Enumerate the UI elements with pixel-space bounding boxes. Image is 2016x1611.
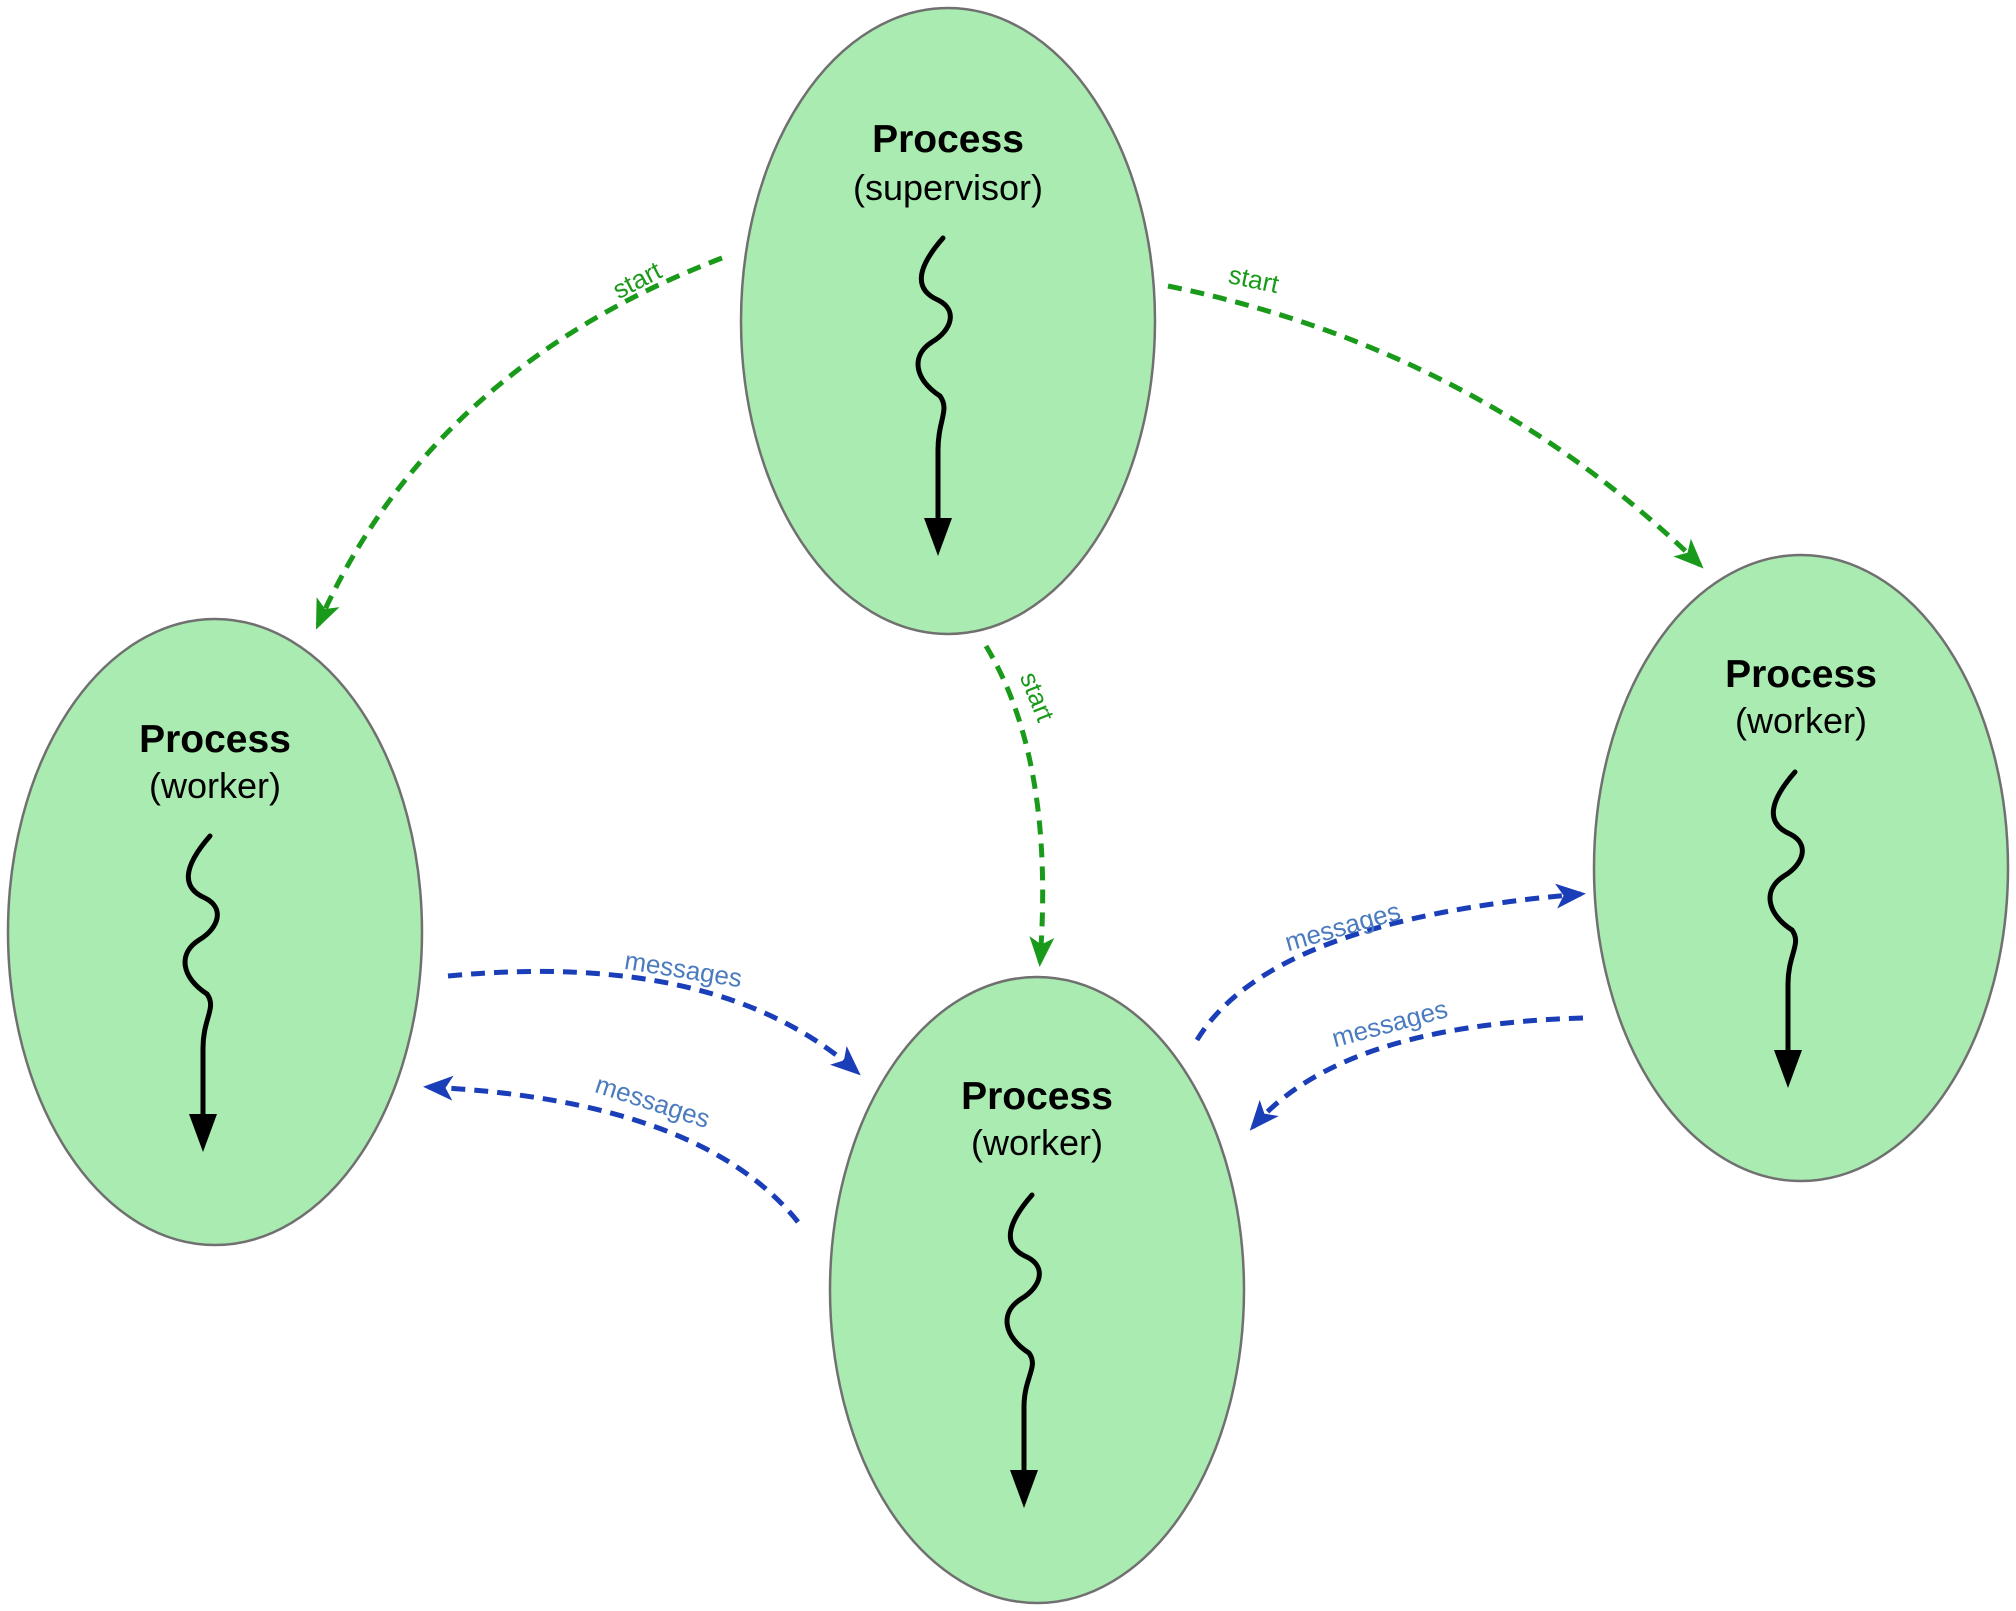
node-supervisor-subtitle: (supervisor) <box>853 167 1043 208</box>
edge-msg-right-to-center: messages <box>1249 993 1584 1131</box>
node-worker-right-subtitle: (worker) <box>1735 700 1867 741</box>
node-worker-left: Process (worker) <box>6 617 424 1247</box>
node-worker-left-title: Process <box>139 718 291 761</box>
edge-msg-center-to-left-label: messages <box>592 1069 714 1134</box>
edge-msg-center-to-right-label: messages <box>1281 896 1403 958</box>
thread-icon <box>182 833 220 1152</box>
edge-start-left: start <box>315 255 723 630</box>
node-supervisor: Process (supervisor) <box>739 6 1157 636</box>
thread-icon <box>1004 1192 1042 1508</box>
node-worker-center-subtitle: (worker) <box>971 1122 1103 1163</box>
edge-start-center: start <box>983 644 1061 967</box>
edge-msg-left-to-center: messages <box>447 945 861 1076</box>
node-worker-center: Process (worker) <box>828 975 1246 1605</box>
edge-start-right-label: start <box>1226 259 1282 299</box>
node-worker-center-title: Process <box>961 1075 1113 1118</box>
node-worker-left-subtitle: (worker) <box>149 765 281 806</box>
edge-start-center-label: start <box>1014 668 1061 727</box>
node-worker-right: Process (worker) <box>1592 553 2010 1183</box>
node-worker-left-ellipse <box>6 617 424 1247</box>
edge-start-right: start <box>1167 259 1704 569</box>
node-worker-right-ellipse <box>1592 553 2010 1183</box>
node-supervisor-title: Process <box>872 118 1024 161</box>
thread-icon <box>1767 769 1805 1088</box>
node-worker-center-ellipse <box>828 975 1246 1605</box>
node-worker-right-title: Process <box>1725 653 1877 696</box>
thread-icon <box>915 235 953 556</box>
edge-msg-center-to-left: messages <box>423 1069 800 1224</box>
